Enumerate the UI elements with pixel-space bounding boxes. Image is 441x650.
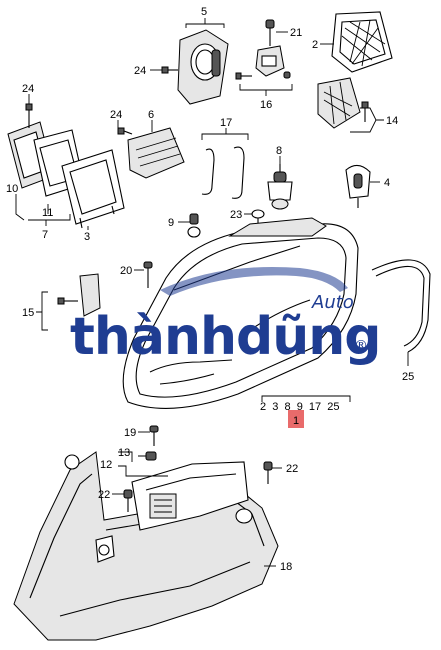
part-3-frame [61,149,125,229]
part-23-fitting [251,209,265,226]
label-24-top: 24 [134,65,146,77]
part-19-screw [149,425,159,446]
label-24-mid: 24 [110,109,122,121]
part-2-grille-cap [331,11,393,73]
label-13: 13 [118,447,130,459]
label-25: 25 [402,371,414,383]
label-15: 15 [22,307,34,319]
label-20: 20 [120,265,132,277]
label-22-left: 22 [98,489,110,501]
watermark-car-swoosh [160,266,348,296]
leader-lines [15,18,409,567]
part-25-trim [371,259,431,353]
label-9: 9 [168,217,174,229]
part-12-carrier [131,461,249,531]
part-labels: 5 21 2 24 16 24 24 6 17 14 8 4 10 11 23 … [6,6,414,573]
part-13-clip [145,451,157,461]
label-17: 17 [220,117,232,129]
label-14: 14 [386,115,398,127]
part-14-grille [317,77,369,129]
assembly-highlight: 1 [288,410,304,428]
label-24-left: 24 [22,83,34,95]
label-22-right: 22 [286,463,298,475]
label-8: 8 [276,145,282,157]
part-15-bracket [57,273,101,317]
label-1: 1 [293,415,299,427]
part-21-bracket [235,19,291,80]
part-17-clips [201,146,245,199]
screw-24-top [150,66,178,74]
label-5: 5 [201,6,207,18]
part-20-screw [143,261,153,288]
label-3: 3 [84,231,90,243]
watermark-sub: Auto [311,292,354,313]
part-22-screw-right [263,461,273,484]
label-16: 16 [260,99,272,111]
label-7: 7 [42,229,48,241]
watermark-brand: thànhdũng [70,307,381,367]
part-5-cap [177,29,229,105]
label-12: 12 [100,459,112,471]
part-4-knob [345,164,371,208]
label-10: 10 [6,183,18,195]
part-6-control-unit [117,127,185,179]
label-21: 21 [290,27,302,39]
label-23: 23 [230,209,242,221]
watermark: Auto thànhdũng ® [70,266,382,367]
label-11: 11 [42,207,53,219]
part-9-fitting [187,213,201,238]
part-22-screw-left [123,489,133,512]
part-8-bulb [267,164,293,210]
label-2: 2 [312,39,318,51]
assembly-list: 2 3 8 9 17 25 [260,401,340,413]
label-6: 6 [148,109,154,121]
watermark-reg: ® [354,338,368,354]
label-4: 4 [384,177,390,189]
label-19: 19 [124,427,136,439]
label-18: 18 [280,561,292,573]
highlight-box [288,410,304,428]
